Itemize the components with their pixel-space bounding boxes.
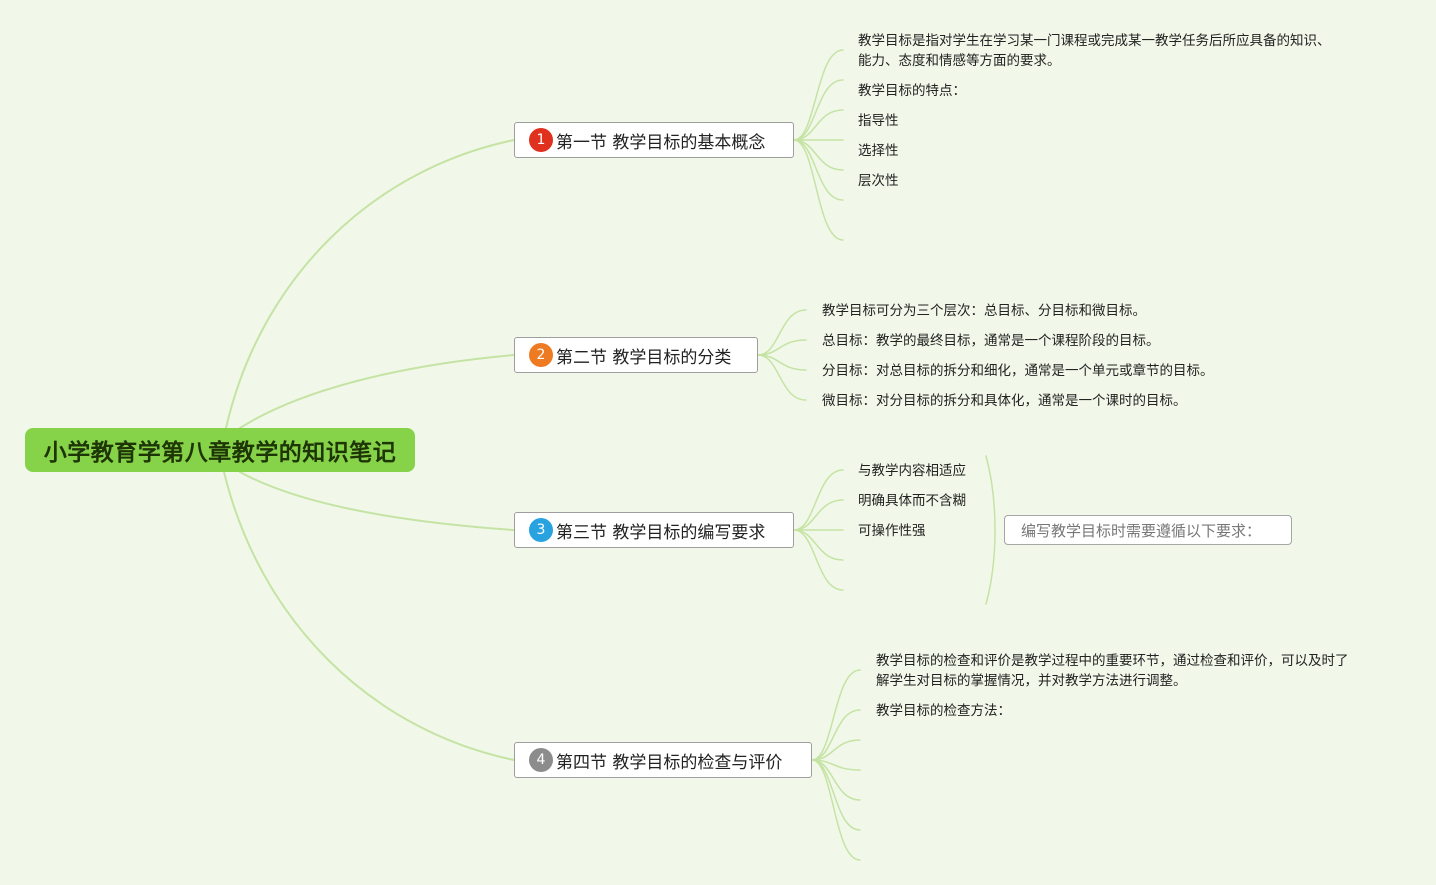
section-3-summary-bracket bbox=[985, 455, 996, 605]
section-2-item-1[interactable]: 教学目标可分为三个层次：总目标、分目标和微目标。 bbox=[822, 303, 1146, 319]
section-3-branch-5 bbox=[793, 529, 844, 591]
section-2-item-4[interactable]: 微目标：对分目标的拆分和具体化，通常是一个课时的目标。 bbox=[822, 393, 1187, 409]
badge-3-icon: 3 bbox=[529, 518, 553, 542]
section-1-branch-2 bbox=[793, 79, 844, 141]
section-4-item-1[interactable]: 教学目标的检查和评价是教学过程中的重要环节，通过检查和评价，可以及时了 bbox=[876, 653, 1349, 669]
section-2-branch-4 bbox=[757, 354, 807, 401]
section-3-label: 第三节 教学目标的编写要求 bbox=[556, 522, 766, 543]
section-2-branch-1 bbox=[757, 309, 807, 356]
section-1-item-5[interactable]: 选择性 bbox=[858, 143, 899, 159]
root-to-section-1-line bbox=[225, 139, 515, 429]
section-3-branch-1 bbox=[793, 469, 844, 531]
section-1-label: 第一节 教学目标的基本概念 bbox=[556, 132, 766, 153]
badge-4-icon: 4 bbox=[529, 748, 553, 772]
section-1-item-4[interactable]: 指导性 bbox=[858, 113, 899, 129]
root-to-section-4-line bbox=[223, 471, 515, 761]
section-3-branch-4 bbox=[793, 529, 844, 561]
section-1-branch-7 bbox=[793, 139, 844, 241]
section-1-item-3[interactable]: 教学目标的特点： bbox=[858, 83, 966, 99]
root-to-section-3-line bbox=[239, 471, 515, 531]
section-2-item-3[interactable]: 分目标：对总目标的拆分和细化，通常是一个单元或章节的目标。 bbox=[822, 363, 1214, 379]
section-3-item-2[interactable]: 明确具体而不含糊 bbox=[858, 493, 966, 509]
section-3-summary-note[interactable]: 编写教学目标时需要遵循以下要求： bbox=[1004, 515, 1292, 545]
section-4-item-2[interactable]: 解学生对目标的掌握情况，并对教学方法进行调整。 bbox=[876, 673, 1187, 689]
badge-2-icon: 2 bbox=[529, 343, 553, 367]
section-2-topic[interactable]: 2 第二节 教学目标的分类 bbox=[514, 337, 758, 373]
section-3-item-3[interactable]: 可操作性强 bbox=[858, 523, 926, 539]
section-3-item-1[interactable]: 与教学内容相适应 bbox=[858, 463, 966, 479]
section-4-label: 第四节 教学目标的检查与评价 bbox=[556, 752, 783, 773]
root-topic[interactable]: 小学教育学第八章教学的知识笔记 bbox=[25, 428, 415, 472]
section-4-branch-1 bbox=[811, 669, 861, 761]
section-4-branch-2 bbox=[811, 709, 861, 761]
section-3-branch-2 bbox=[793, 499, 844, 531]
section-1-item-6[interactable]: 层次性 bbox=[858, 173, 899, 189]
section-1-item-2[interactable]: 能力、态度和情感等方面的要求。 bbox=[858, 53, 1061, 69]
section-4-branch-7 bbox=[811, 759, 861, 861]
root-to-section-2-line bbox=[239, 354, 515, 429]
section-1-topic[interactable]: 1 第一节 教学目标的基本概念 bbox=[514, 122, 794, 158]
section-3-topic[interactable]: 3 第三节 教学目标的编写要求 bbox=[514, 512, 794, 548]
badge-1-icon: 1 bbox=[529, 128, 553, 152]
section-1-branch-1 bbox=[793, 49, 844, 141]
section-4-branch-3 bbox=[811, 739, 861, 761]
section-4-item-3[interactable]: 教学目标的检查方法： bbox=[876, 703, 1011, 719]
section-1-branch-3 bbox=[793, 109, 844, 141]
section-4-topic[interactable]: 4 第四节 教学目标的检查与评价 bbox=[514, 742, 812, 778]
section-2-label: 第二节 教学目标的分类 bbox=[556, 347, 732, 368]
section-1-branch-6 bbox=[793, 139, 844, 201]
section-1-item-1[interactable]: 教学目标是指对学生在学习某一门课程或完成某一教学任务后所应具备的知识、 bbox=[858, 33, 1331, 49]
section-2-item-2[interactable]: 总目标：教学的最终目标，通常是一个课程阶段的目标。 bbox=[822, 333, 1160, 349]
